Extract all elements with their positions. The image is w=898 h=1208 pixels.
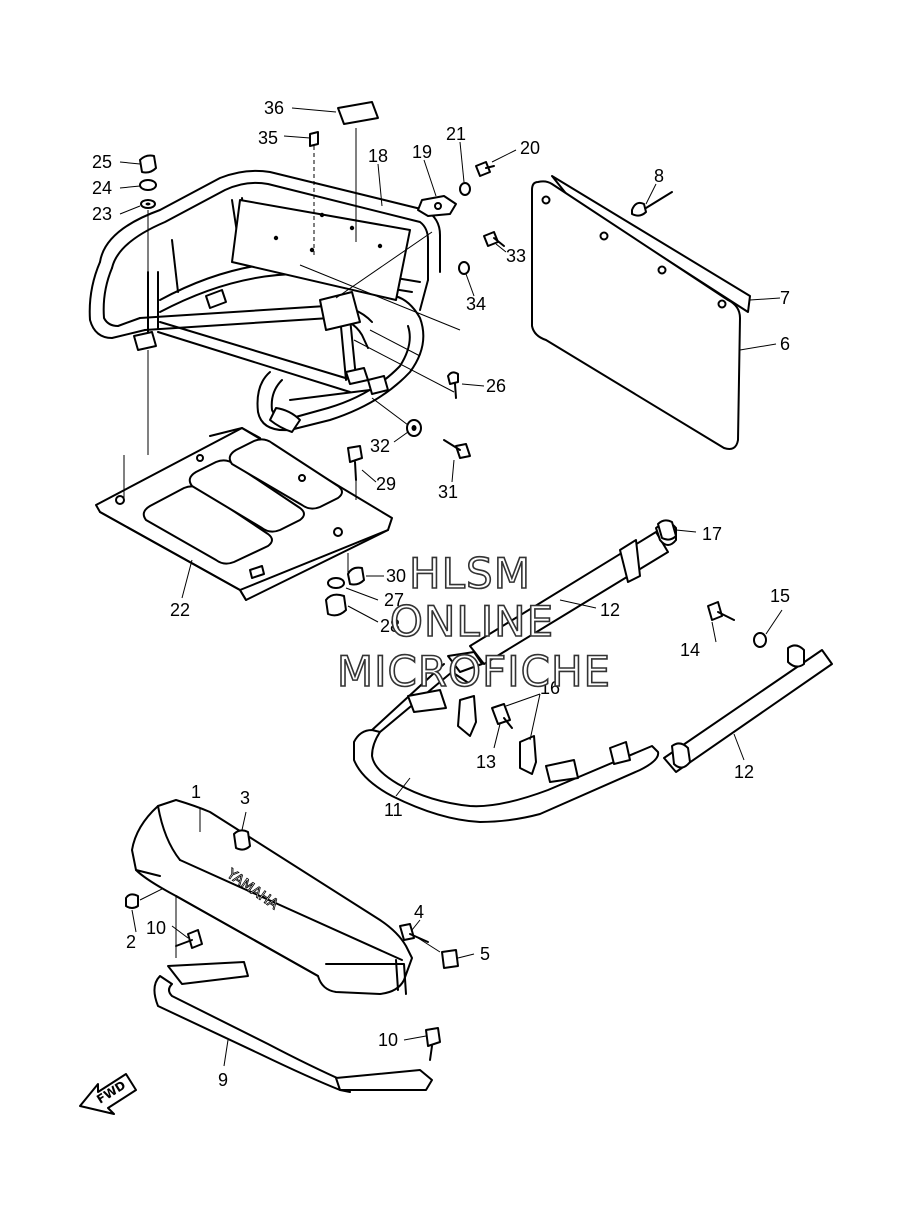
callout-6: 6 <box>780 334 790 354</box>
assembly-lines <box>123 128 461 958</box>
callout-10-upper: 10 <box>146 918 166 938</box>
callout-2: 2 <box>126 932 136 952</box>
seat-pan <box>95 427 393 601</box>
callout-15: 15 <box>770 586 790 606</box>
front-bumper: YAMAHA <box>125 799 459 995</box>
callout-17: 17 <box>702 524 722 544</box>
callout-32: 32 <box>370 436 390 456</box>
callout-33: 33 <box>506 246 526 266</box>
front-guard <box>153 961 441 1093</box>
callout-28: 28 <box>380 616 400 636</box>
callout-29: 29 <box>376 474 396 494</box>
callout-26: 26 <box>486 376 506 396</box>
callout-36: 36 <box>264 98 284 118</box>
callout-35: 35 <box>258 128 278 148</box>
callout-20: 20 <box>520 138 540 158</box>
callout-19: 19 <box>412 142 432 162</box>
callout-3: 3 <box>240 788 250 808</box>
callout-labels: 1 2 3 4 5 6 7 8 9 10 10 11 12 12 13 14 1… <box>92 98 790 1090</box>
callout-7: 7 <box>780 288 790 308</box>
callout-5: 5 <box>480 944 490 964</box>
watermark: HLSM ONLINE MICROFICHE <box>336 548 611 697</box>
callout-22: 22 <box>170 600 190 620</box>
callout-30: 30 <box>386 566 406 586</box>
watermark-line-3: MICROFICHE <box>337 647 611 696</box>
callout-13: 13 <box>476 752 496 772</box>
callout-34: 34 <box>466 294 486 314</box>
callout-27: 27 <box>384 590 404 610</box>
rear-carrier-rack <box>88 169 441 433</box>
callout-16: 16 <box>540 678 560 698</box>
callout-11: 11 <box>384 800 403 820</box>
callout-12-lower: 12 <box>734 762 754 782</box>
callout-24: 24 <box>92 178 112 198</box>
callout-25: 25 <box>92 152 112 172</box>
hardware-rack <box>139 101 505 617</box>
callout-21: 21 <box>446 124 466 144</box>
watermark-line-2: ONLINE <box>390 597 554 646</box>
callout-14: 14 <box>680 640 700 660</box>
callout-8: 8 <box>654 166 664 186</box>
callout-1: 1 <box>191 782 201 802</box>
callout-10-lower: 10 <box>378 1030 398 1050</box>
callout-4: 4 <box>414 902 424 922</box>
callout-12-upper: 12 <box>600 600 620 620</box>
callout-31: 31 <box>438 482 458 502</box>
callout-9: 9 <box>218 1070 228 1090</box>
license-plate <box>531 175 751 450</box>
callout-18: 18 <box>368 146 388 166</box>
callout-23: 23 <box>92 204 112 224</box>
callout-leaders <box>119 107 783 1067</box>
watermark-line-1: HLSM <box>409 549 531 598</box>
rear-bumper <box>353 519 833 823</box>
fwd-arrow: FWD <box>79 1073 137 1115</box>
